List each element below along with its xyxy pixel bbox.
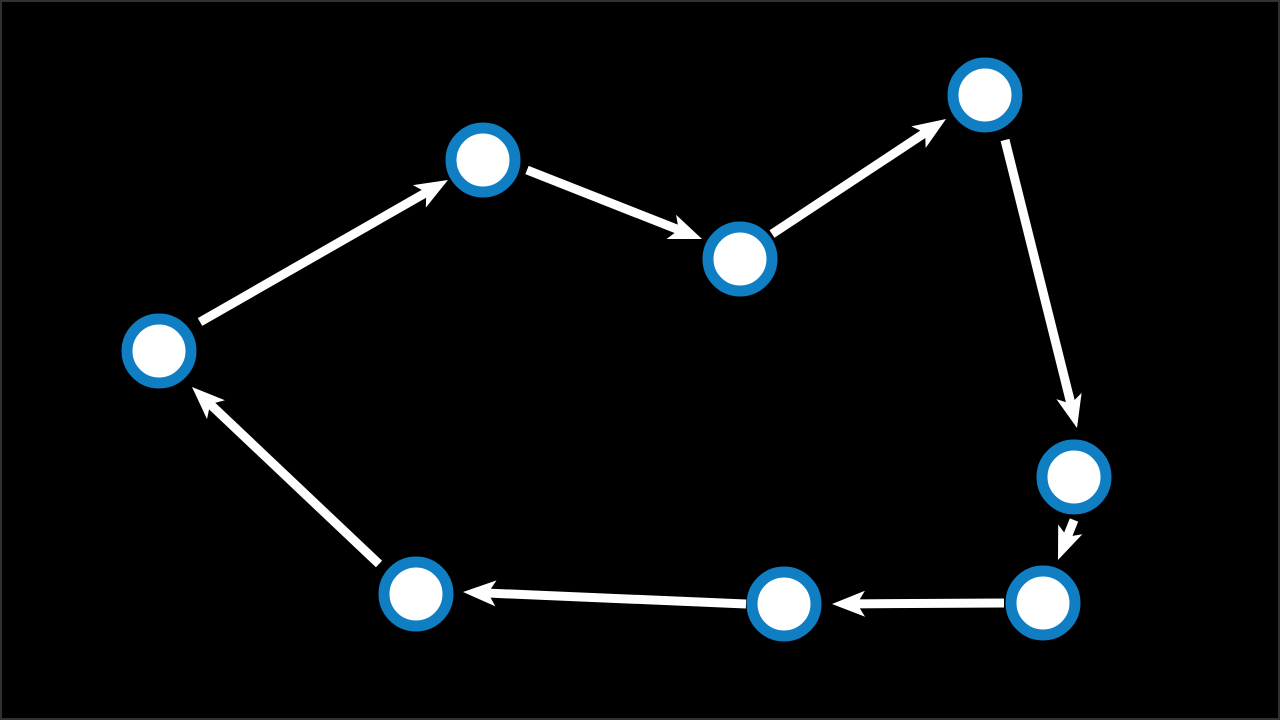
arrowhead-icon [463,580,497,607]
edge-line [197,188,429,326]
graph-node-n3 [702,221,778,297]
edge-line [856,598,1005,609]
edge-line [487,588,747,609]
graph-edge-n4-to-n2 [197,180,448,326]
graph-edge-n8-to-n4 [192,387,383,568]
arrowhead-icon [832,590,866,617]
graph-edge-n6-to-n7 [832,590,1005,617]
arrowhead-icon [1058,524,1083,560]
graph-node-n8 [378,556,454,632]
graph-node-n6 [1005,565,1081,641]
arrowhead-icon [1056,392,1082,428]
graph-node-n4 [121,313,197,389]
graph-node-n7 [746,566,822,642]
edge-line [525,165,681,235]
graph-edge-n1-to-n5 [1000,138,1082,428]
graph-node-n5 [1036,439,1112,515]
graph-node-n1 [947,57,1023,133]
graph-node-n2 [445,122,521,198]
edge-line [207,400,383,568]
graph-edge-n7-to-n8 [463,580,747,609]
arrowhead-icon [666,214,702,239]
graph-edge-n2-to-n3 [525,165,702,239]
graph-edge-n3-to-n1 [769,119,946,238]
arrowhead-icon [192,387,225,420]
arrowhead-icon [412,180,448,208]
edge-line [1063,518,1079,539]
edge-line [1000,138,1076,405]
edge-line [769,129,928,238]
arrowhead-icon [911,119,946,149]
graph-edge-n5-to-n6 [1058,518,1083,560]
